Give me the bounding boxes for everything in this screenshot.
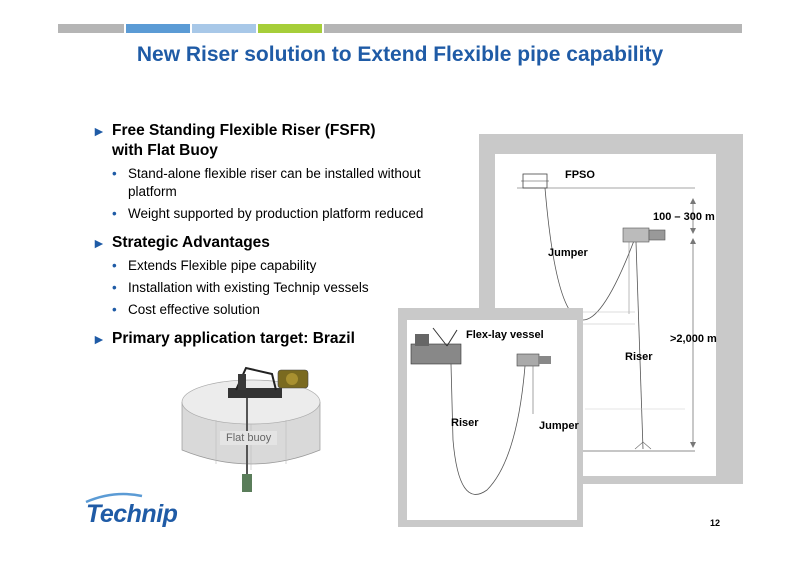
color-bar-segment-1 — [58, 24, 124, 33]
dot-bullet-icon: • — [112, 302, 117, 317]
flat-buoy-illustration — [181, 366, 321, 492]
flat-buoy-label: Flat buoy — [220, 431, 278, 445]
riser-label-back: Riser — [625, 351, 653, 363]
fpso-label: FPSO — [565, 169, 595, 181]
technip-swoosh-icon — [85, 492, 143, 504]
color-bar-segment-4 — [258, 24, 322, 33]
dot-bullet-icon: • — [112, 166, 117, 181]
vessel-label: Flex-lay vessel — [466, 329, 544, 341]
dot-bullet-icon: • — [112, 258, 117, 273]
jumper-label-back: Jumper — [548, 247, 588, 259]
list-item: •Installation with existing Technip vess… — [112, 280, 369, 295]
section-heading-fsfr: ► Free Standing Flexible Riser (FSFR) wi… — [92, 121, 472, 161]
color-bar-segment-2 — [126, 24, 190, 33]
color-bar-segment-3 — [192, 24, 256, 33]
list-item: •Extends Flexible pipe capability — [112, 258, 317, 273]
triangle-bullet-icon: ► — [92, 331, 106, 347]
heading-line-1: Free Standing Flexible Riser (FSFR) — [112, 122, 376, 139]
dot-bullet-icon: • — [112, 280, 117, 295]
section-heading-brazil: ► Primary application target: Brazil — [92, 330, 355, 347]
jumper-label-front: Jumper — [539, 420, 579, 432]
riser-label-front: Riser — [451, 417, 479, 429]
bullet-list: ► Free Standing Flexible Riser (FSFR) wi… — [92, 121, 472, 353]
slide-title: New Riser solution to Extend Flexible pi… — [136, 43, 664, 66]
depth-top-label: 100 – 300 m — [653, 211, 715, 223]
triangle-bullet-icon: ► — [92, 235, 106, 251]
color-bar-segment-5 — [324, 24, 742, 33]
list-item: •Cost effective solution — [112, 302, 260, 317]
page-number: 12 — [710, 518, 721, 528]
heading-line-2: with Flat Buoy — [112, 142, 218, 159]
triangle-bullet-icon: ► — [92, 123, 106, 139]
installation-diagram-drawing — [410, 327, 551, 495]
section-heading-strategic: ► Strategic Advantages — [92, 234, 270, 251]
list-item: •Weight supported by production platform… — [112, 206, 424, 221]
technip-logo: Technip — [86, 500, 178, 528]
list-item: •Stand-alone flexible riser can be insta… — [112, 166, 421, 199]
dot-bullet-icon: • — [112, 206, 117, 221]
depth-total-label: >2,000 m — [670, 333, 717, 345]
